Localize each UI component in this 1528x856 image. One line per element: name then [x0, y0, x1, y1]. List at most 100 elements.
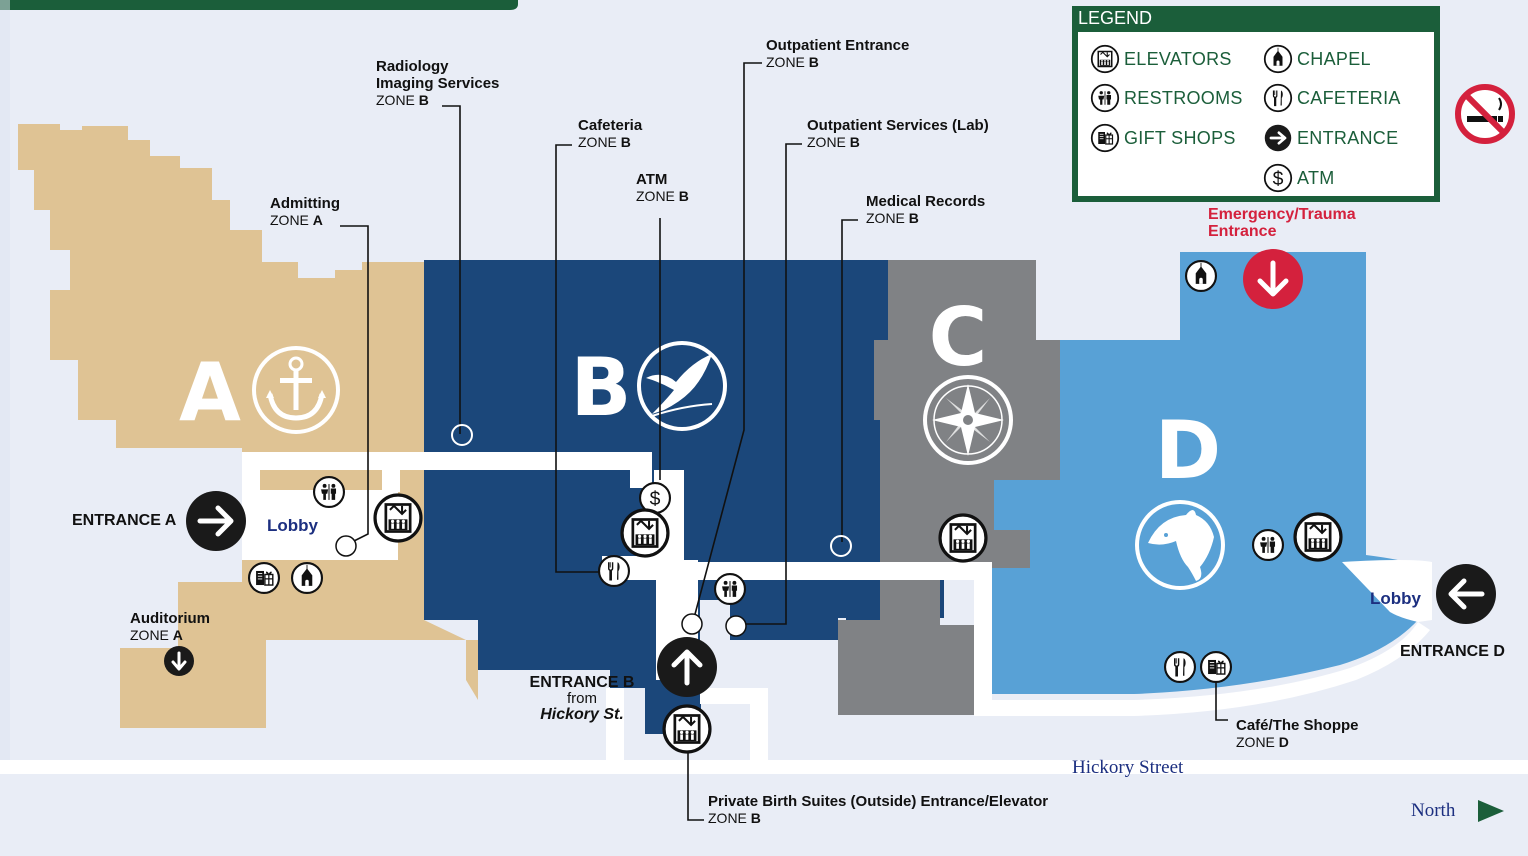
callout-title: Outpatient Entrance [766, 37, 910, 54]
zone-d-letter: D [1155, 404, 1221, 497]
elevator-icon [1090, 44, 1120, 74]
legend-item-restrooms: RESTROOMS [1090, 83, 1243, 113]
restroom-icon [1090, 83, 1120, 113]
atm-icon [1263, 163, 1293, 193]
legend-label: ENTRANCE [1297, 127, 1399, 148]
legend-label: ATM [1297, 167, 1335, 188]
entrance-a-label: ENTRANCE A [72, 512, 177, 529]
chapel-icon[interactable] [290, 561, 324, 595]
legend-item-gift-shops: GIFT SHOPS [1090, 123, 1236, 153]
callout-title: Emergency/Trauma [1208, 206, 1356, 223]
zone-b-letter: B [571, 341, 632, 434]
entrance-b-arrow-icon[interactable] [657, 637, 717, 697]
callout-title: Entrance [1208, 223, 1277, 240]
callout-outpatient-services: Outpatient Services (Lab) ZONE B [807, 117, 989, 151]
entrance-d-arrow-icon[interactable] [1436, 564, 1496, 624]
north-arrow-icon [1478, 800, 1504, 822]
no-smoking-icon [1455, 84, 1515, 144]
callout-radiology: Radiology Imaging Services ZONE B [376, 58, 499, 109]
callout-title: Medical Records [866, 193, 986, 210]
restroom-icon[interactable] [312, 475, 346, 509]
gift-shop-icon[interactable] [1199, 650, 1233, 684]
legend-item-chapel: CHAPEL [1263, 44, 1371, 74]
callout-title: Cafeteria [578, 117, 643, 134]
entrance-a-arrow-icon[interactable] [186, 491, 246, 551]
anchor-icon [252, 346, 340, 434]
cafeteria-icon[interactable] [1163, 650, 1197, 684]
chapel-icon[interactable] [1184, 259, 1218, 293]
auditorium-down-arrow-icon[interactable] [164, 646, 194, 676]
callout-title: Imaging Services [376, 75, 500, 92]
zone-c-letter: C [929, 291, 988, 384]
callout-title: Private Birth Suites (Outside) Entrance/… [708, 793, 1049, 810]
legend-label: RESTROOMS [1124, 87, 1243, 108]
legend-body: ELEVATORS CHAPEL RESTROOMS CAFETERIA GIF… [1078, 32, 1434, 196]
restroom-icon[interactable] [1251, 528, 1285, 562]
callout-title: Admitting [270, 195, 340, 212]
callout-auditorium: Auditorium ZONE A [130, 610, 210, 644]
callout-title: Auditorium [130, 610, 210, 627]
entrance-arrow-icon [1264, 124, 1292, 152]
callout-zone: ZONE B [708, 810, 761, 826]
lobby-d-label: Lobby [1370, 589, 1421, 608]
callout-title: Outpatient Services (Lab) [807, 117, 989, 134]
lobby-a-label: Lobby [267, 516, 318, 535]
callout-emergency: Emergency/Trauma Entrance [1208, 206, 1356, 240]
callout-zone: ZONE A [130, 627, 183, 643]
restroom-icon[interactable] [713, 572, 747, 606]
legend-label: CAFETERIA [1297, 87, 1401, 108]
legend-item-cafeteria: CAFETERIA [1263, 83, 1401, 113]
entrance-b-street: Hickory St. [540, 706, 624, 723]
emergency-entrance-arrow-icon[interactable] [1243, 249, 1303, 309]
callout-title: Café/The Shoppe [1236, 717, 1359, 734]
heron-icon [637, 341, 727, 431]
zone-a-letter: A [179, 346, 241, 439]
legend-label: GIFT SHOPS [1124, 127, 1236, 148]
legend-item-elevators: ELEVATORS [1090, 44, 1232, 74]
entrance-d-label: ENTRANCE D [1400, 643, 1505, 660]
legend-label: CHAPEL [1297, 48, 1371, 69]
entrance-b-from: from [567, 690, 597, 707]
elevator-icon[interactable] [620, 508, 670, 558]
zone-c-area [838, 260, 1060, 715]
legend-item-entrance: ENTRANCE [1263, 123, 1398, 153]
chapel-icon [1263, 44, 1293, 74]
callout-admitting: Admitting ZONE A [270, 195, 340, 229]
callout-cafeteria: Cafeteria ZONE B [578, 117, 642, 151]
compass-rose-icon [923, 375, 1013, 465]
elevator-icon[interactable] [938, 513, 988, 563]
cafeteria-icon[interactable] [597, 554, 631, 588]
north-label: North [1411, 800, 1456, 821]
header-bar [0, 0, 518, 10]
gift-shop-icon [1090, 123, 1120, 153]
elevator-icon[interactable] [662, 704, 712, 754]
cafeteria-icon [1263, 83, 1293, 113]
callout-atm: ATM ZONE B [636, 171, 689, 205]
location-markers [335, 424, 852, 637]
callout-zone: ZONE B [807, 134, 860, 150]
callout-birth-suites: Private Birth Suites (Outside) Entrance/… [708, 793, 1048, 827]
callout-zone: ZONE B [578, 134, 631, 150]
gift-shop-icon[interactable] [247, 561, 281, 595]
callout-title: ATM [636, 171, 668, 188]
elevator-icon[interactable] [1293, 512, 1343, 562]
legend-title: LEGEND [1078, 8, 1153, 28]
zone-d-area [990, 252, 1418, 694]
callout-zone: ZONE B [636, 188, 689, 204]
callout-cafe-shoppe: Café/The Shoppe ZONE D [1236, 717, 1359, 751]
elevator-icon[interactable] [373, 493, 423, 543]
legend: LEGEND ELEVATORS CHAPEL RESTROOMS CAFETE… [1072, 6, 1440, 202]
dolphin-icon [1135, 500, 1225, 590]
callout-outpatient-entrance: Outpatient Entrance ZONE B [766, 37, 909, 71]
callout-zone: ZONE A [270, 212, 323, 228]
entrance-b-title: ENTRANCE B [529, 674, 635, 691]
legend-item-atm: ATM [1263, 163, 1335, 193]
callout-lines [340, 62, 1228, 821]
callout-title: Radiology [376, 58, 449, 75]
callout-zone: ZONE B [766, 54, 819, 70]
callout-zone: ZONE B [376, 92, 429, 108]
callout-zone: ZONE D [1236, 734, 1289, 750]
callout-zone: ZONE B [866, 210, 919, 226]
